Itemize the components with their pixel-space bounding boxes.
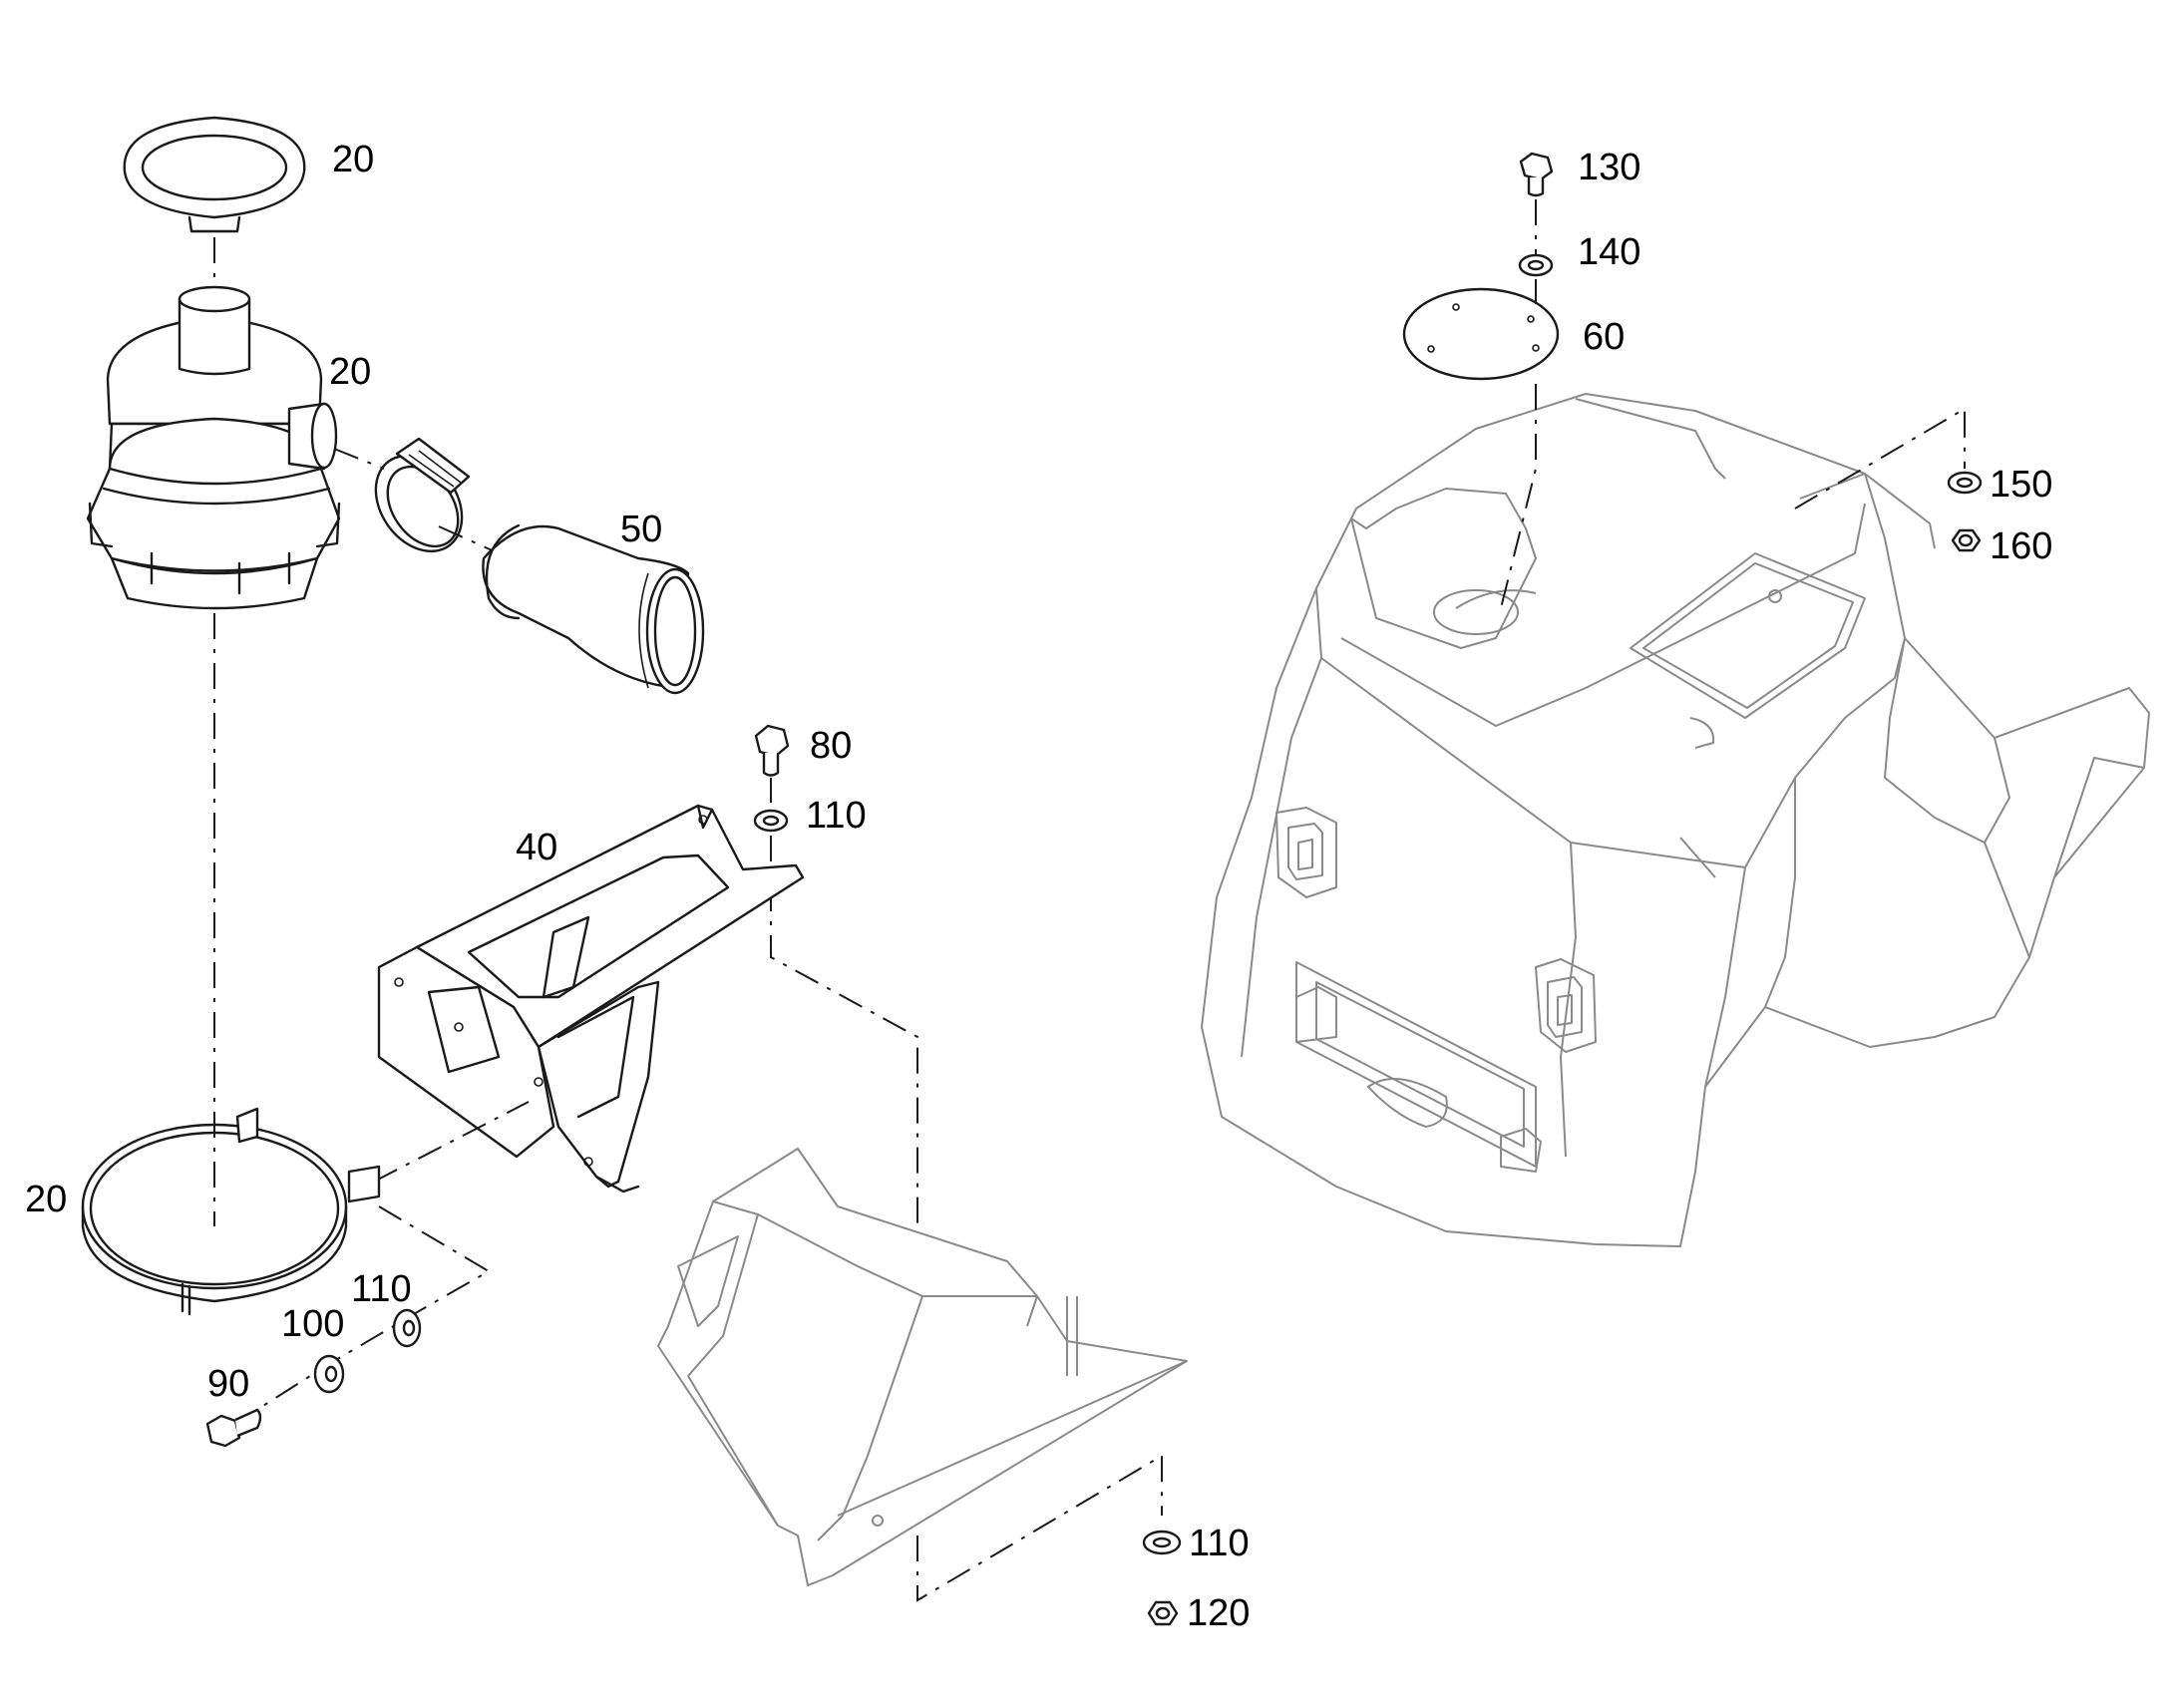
machine-housing: [1201, 393, 2150, 1247]
part-washer-110-mid: [392, 1308, 422, 1348]
part-hose-clamp: [374, 437, 471, 553]
callout-label-washer-100: 100: [281, 1303, 344, 1345]
part-air-filter-housing: [86, 285, 341, 610]
callout-label-band: 20: [25, 1179, 67, 1220]
part-intake-hose: [482, 523, 705, 695]
part-mounting-bracket: [377, 804, 805, 1194]
callout-label-washer-150: 150: [1990, 464, 2052, 506]
part-cover-plate-60: [1402, 287, 1560, 381]
callout-label-cap: 20: [332, 139, 374, 180]
part-bolt-80: [754, 724, 790, 777]
part-nut-120: [1147, 1600, 1179, 1626]
callout-label-washer-110-top: 110: [806, 795, 867, 837]
callout-label-nut-160: 160: [1990, 525, 2052, 567]
part-washer-100: [313, 1354, 345, 1394]
centerline-filter-outlet: [333, 448, 385, 470]
part-bolt-90: [205, 1408, 262, 1448]
part-washer-150: [1947, 471, 1983, 495]
centerline-housing-right: [1794, 407, 1966, 510]
part-mounting-band: [81, 1107, 381, 1316]
callout-label-hose: 50: [620, 509, 662, 550]
part-washer-110-top: [753, 809, 789, 833]
centerline-band-bracket: [373, 1101, 530, 1183]
callout-label-bracket: 40: [516, 827, 557, 868]
callout-label-plate-60: 60: [1583, 316, 1625, 358]
callout-label-bolt-80: 80: [810, 725, 852, 767]
callout-label-bolt-90: 90: [207, 1363, 249, 1405]
callout-label-filter: 20: [329, 351, 371, 393]
callout-label-washer-110-mid: 110: [351, 1268, 412, 1310]
part-washer-140: [1518, 253, 1554, 277]
part-washer-110-bottom: [1142, 1530, 1182, 1555]
centerline-band-fasteners: [238, 1205, 491, 1422]
part-filter-cap: [123, 116, 306, 233]
centerline-clamp-hose: [438, 525, 500, 554]
callout-label-nut-120: 120: [1187, 1592, 1250, 1634]
centerline-duct-bottom: [916, 1454, 1163, 1602]
part-bolt-130: [1519, 152, 1554, 197]
part-nut-160: [1951, 528, 1982, 552]
callout-label-bolt-130: 130: [1578, 147, 1640, 188]
callout-label-washer-110-bottom: 110: [1189, 1523, 1250, 1564]
part-lower-duct: [657, 1148, 1188, 1586]
callout-label-washer-140: 140: [1578, 231, 1640, 273]
